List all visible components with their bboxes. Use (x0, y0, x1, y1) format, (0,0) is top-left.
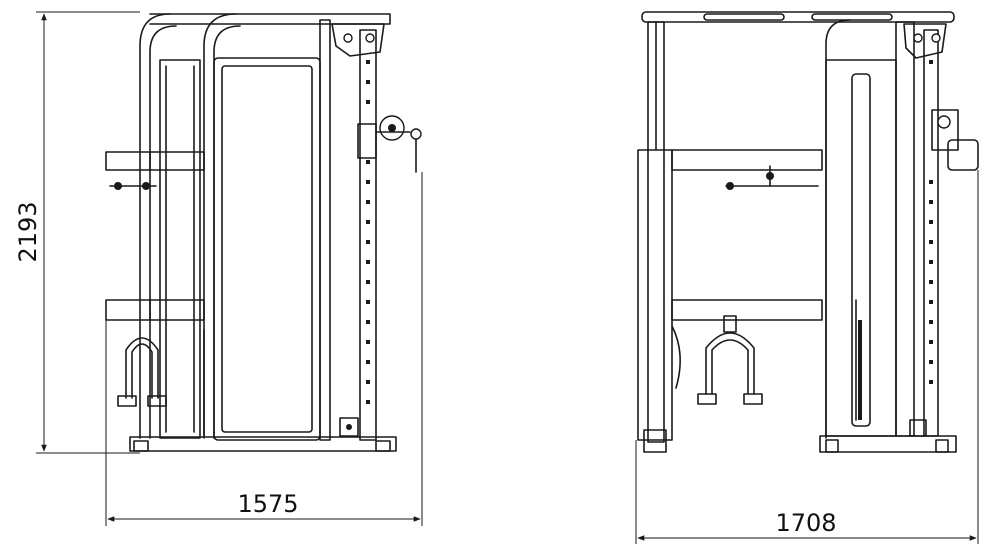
front-view-machine (635, 11, 979, 544)
height-label: 2193 (14, 201, 42, 262)
width-right-label: 1708 (775, 509, 836, 537)
side-view-machine (105, 13, 423, 526)
upright-holes (366, 60, 370, 404)
front-column-holes (929, 60, 933, 384)
width-dimension-left: 1575 (107, 490, 421, 522)
height-dimension: 2193 (14, 11, 140, 454)
width-dimension-right: 1708 (637, 509, 977, 541)
width-left-label: 1575 (237, 490, 298, 518)
